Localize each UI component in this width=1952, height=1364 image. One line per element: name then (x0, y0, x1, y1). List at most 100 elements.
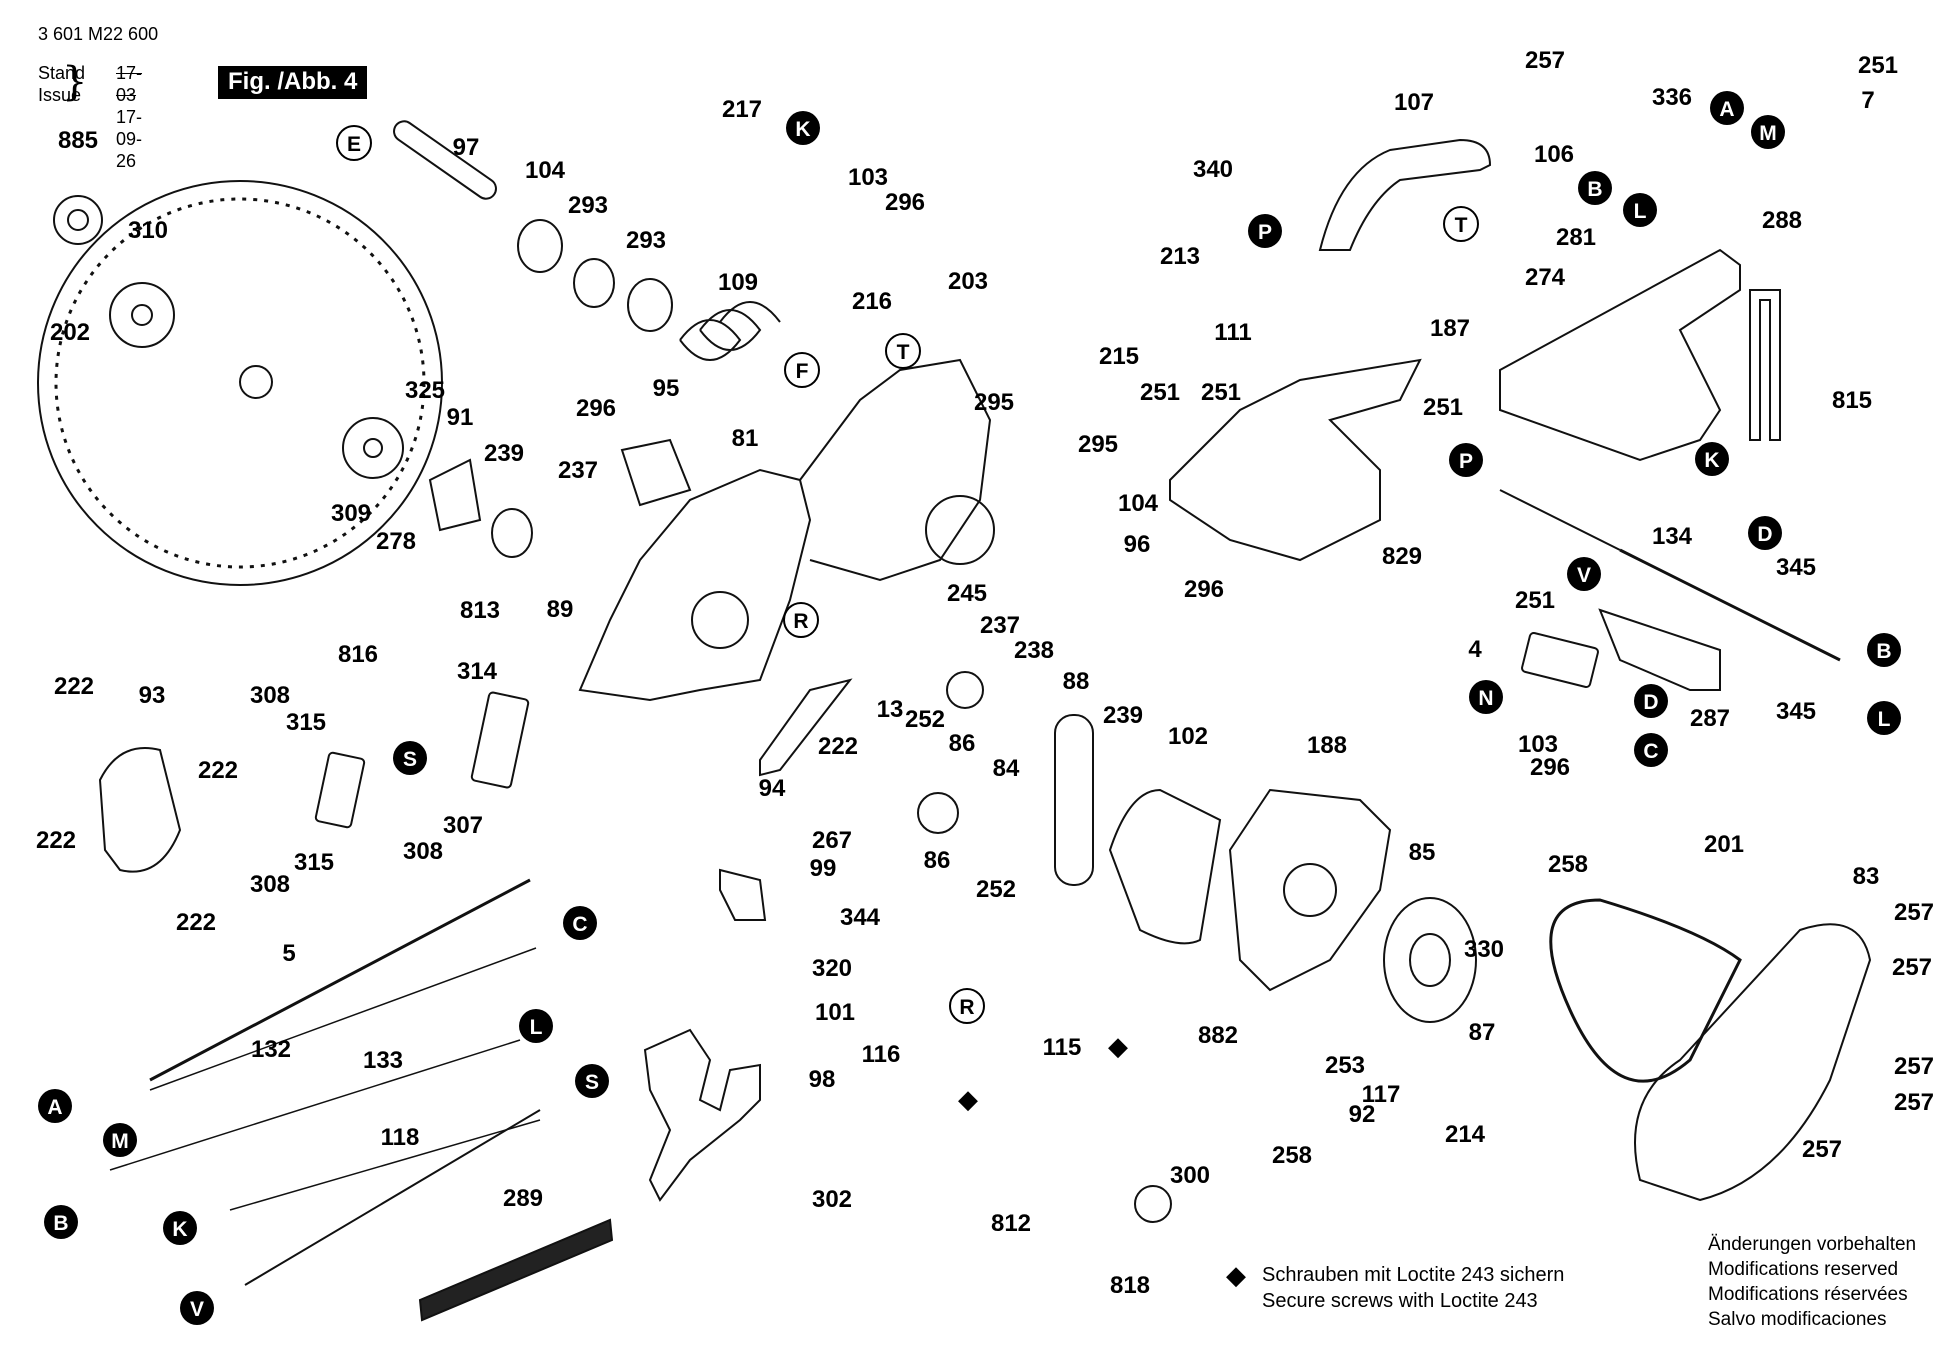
part-number-label: 92 (1349, 1101, 1376, 1128)
svg-text:R: R (793, 610, 808, 633)
part-number-label: 5 (282, 940, 295, 967)
part-number-label: 115 (1043, 1034, 1082, 1061)
callout-letter-b: B (1578, 171, 1612, 205)
callout-letter-b: B (44, 1205, 78, 1239)
callout-letter-a: A (38, 1089, 72, 1123)
part-number-label: 104 (525, 157, 566, 184)
part-number-label: 340 (1193, 156, 1233, 183)
part-number-label: 245 (947, 580, 987, 607)
svg-text:B: B (1587, 178, 1602, 201)
part-number-label: 274 (1525, 264, 1566, 291)
svg-text:B: B (1876, 640, 1891, 663)
part-number-label: 93 (139, 682, 166, 709)
base-handle-illustration (1169, 358, 1422, 562)
part-number-label: 336 (1652, 84, 1692, 111)
callout-letter-k: K (163, 1211, 197, 1245)
revision-block: Stand Issue 17-03 17-09-26 (38, 62, 142, 171)
part-number-label: 281 (1556, 224, 1596, 251)
part-number-label: 308 (250, 871, 290, 898)
part-number-label: 222 (54, 673, 94, 700)
part-number-label: 330 (1464, 936, 1504, 963)
part-number-label: 98 (809, 1066, 836, 1093)
callout-letter-k: K (1695, 442, 1729, 476)
part-number-label: 106 (1534, 141, 1574, 168)
callout-letter-n: N (1469, 680, 1503, 714)
part-number-label: 237 (980, 612, 1020, 639)
svg-text:T: T (1455, 214, 1468, 237)
svg-text:V: V (190, 1298, 204, 1321)
callout-letter-m: M (1751, 115, 1785, 149)
part-number-label: 307 (443, 812, 483, 839)
part-number-label: 222 (176, 909, 216, 936)
part-number-label: 94 (759, 775, 786, 802)
part-number-label: 309 (331, 500, 371, 527)
modifications-line-fr: Modifications réservées (1708, 1284, 1908, 1305)
part-number-label: 217 (722, 96, 762, 123)
callout-letter-p: P (1248, 214, 1282, 248)
modifications-line-en: Modifications reserved (1708, 1259, 1899, 1280)
svg-text:K: K (1704, 449, 1719, 472)
part-number-label: 133 (363, 1047, 403, 1074)
svg-text:S: S (403, 748, 417, 771)
svg-text:S: S (585, 1071, 599, 1094)
part-number-label: 202 (50, 319, 90, 346)
part-number-label: 4 (1468, 636, 1482, 663)
part-number-label: 257 (1892, 954, 1932, 981)
callout-letter-d: D (1748, 516, 1782, 550)
part-number-label: 216 (852, 288, 892, 315)
part-number-label: 310 (128, 217, 168, 244)
loctite-note-line1: Schrauben mit Loctite 243 sichern (1262, 1264, 1565, 1286)
flange-illustration (109, 282, 175, 348)
pulley-illustration (1383, 897, 1477, 1023)
callout-letter-v: V (1567, 557, 1601, 591)
part-number-label: 111 (1214, 319, 1251, 346)
top-cover-illustration (1499, 248, 1741, 462)
part-number-label: 302 (812, 1186, 852, 1213)
part-number-label: 300 (1170, 1162, 1210, 1189)
part-number-label: 315 (294, 849, 334, 876)
callout-letter-a: A (1710, 91, 1744, 125)
part-number-label: 87 (1469, 1019, 1496, 1046)
part-number-label: 239 (484, 440, 524, 467)
callout-letter-k: K (786, 111, 820, 145)
part-number-label: 97 (453, 134, 480, 161)
callout-letter-s: S (575, 1064, 609, 1098)
part-number-label: 252 (905, 706, 945, 733)
svg-text:D: D (1643, 691, 1658, 714)
shaft-illustration (393, 120, 497, 200)
callout-letter-v: V (180, 1291, 214, 1325)
part-number-label: 251 (1423, 394, 1463, 421)
part-number-label: 201 (1704, 831, 1744, 858)
drive-belt-illustration (1549, 898, 1742, 1083)
part-number-label: 83 (1853, 863, 1880, 890)
callout-letter-f: F (784, 352, 820, 388)
callout-letter-l: L (1623, 193, 1657, 227)
part-number-label: 813 (460, 597, 500, 624)
modifications-line-de: Änderungen vorbehalten (1708, 1234, 1917, 1255)
part-number-label: 296 (885, 189, 925, 216)
part-number-label: 293 (626, 227, 666, 254)
svg-text:F: F (796, 360, 809, 383)
part-number-label: 308 (403, 838, 443, 865)
part-number-label: 258 (1548, 851, 1588, 878)
part-number-label: 214 (1445, 1121, 1486, 1148)
part-number-label: 295 (1078, 431, 1118, 458)
svg-text:E: E (347, 133, 361, 156)
svg-text:P: P (1459, 450, 1473, 473)
part-number-label: 289 (503, 1185, 543, 1212)
callout-letter-l: L (1867, 701, 1901, 735)
part-number-label: 85 (1409, 839, 1436, 866)
part-number-label: 345 (1776, 698, 1816, 725)
callout-letter-s: S (393, 741, 427, 775)
part-number-label: 238 (1014, 637, 1054, 664)
part-number-label: 344 (840, 904, 881, 931)
part-number-label: 816 (338, 641, 378, 668)
stand-label: Stand (38, 63, 86, 83)
figure-label: Fig. /Abb. 4 (218, 66, 368, 99)
part-number-label: 132 (251, 1036, 291, 1063)
svg-text:D: D (1757, 523, 1772, 546)
part-number-label: 267 (812, 827, 852, 854)
part-number-label: 7 (1861, 87, 1874, 114)
part-number-label: 295 (974, 389, 1014, 416)
part-number-label: 258 (1272, 1142, 1312, 1169)
